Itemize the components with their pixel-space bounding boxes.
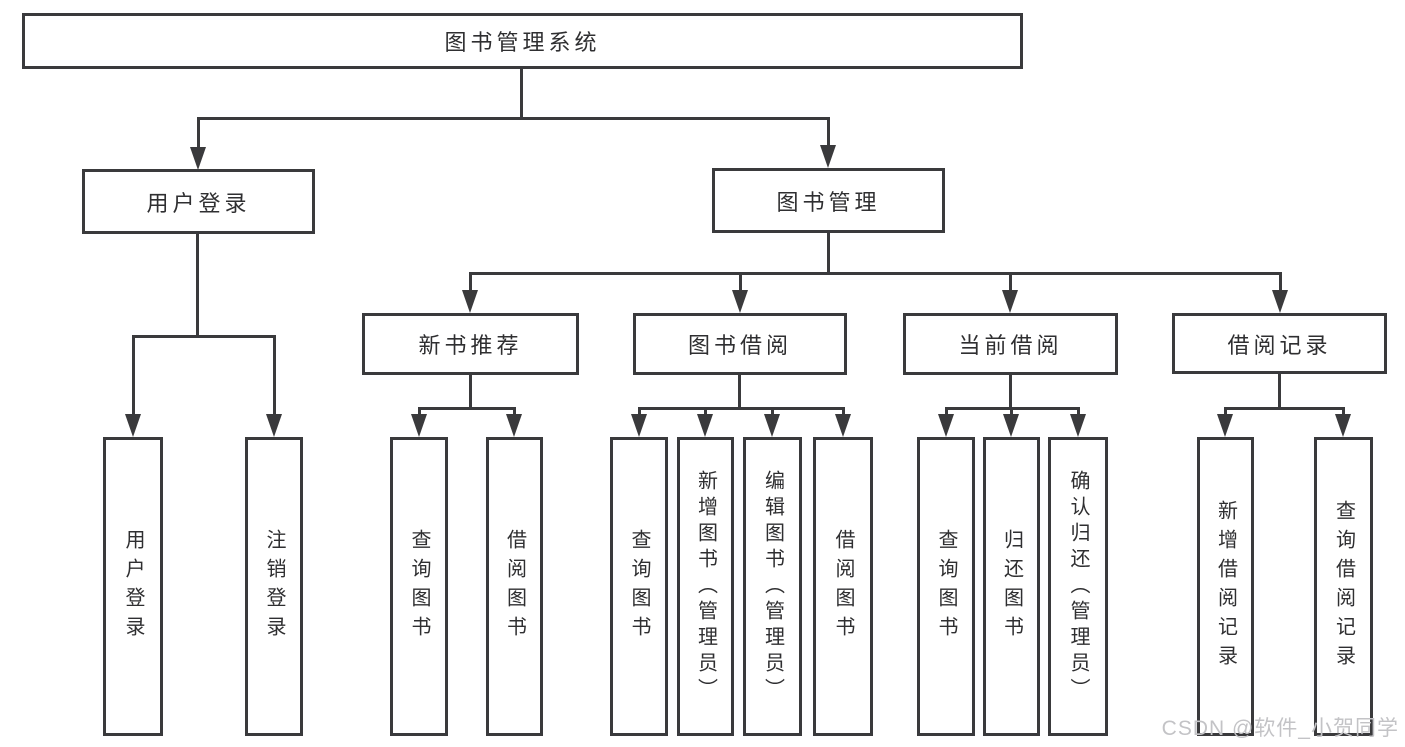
leaf-borrow-query-label: 查询图书: [628, 528, 650, 645]
connector-line: [196, 234, 199, 338]
leaf-user-login-label: 用户登录: [122, 528, 144, 645]
connector-line: [132, 335, 276, 338]
leaf-newbooks-borrow: 借阅图书: [486, 437, 543, 736]
leaf-borrow-edit-admin: 编辑图书（管理员）: [743, 437, 802, 736]
node-book-borrow: 图书借阅: [633, 313, 847, 375]
connector-line: [469, 375, 472, 410]
leaf-user-login: 用户登录: [103, 437, 163, 736]
leaf-current-query: 查询图书: [917, 437, 975, 736]
connector-line: [520, 69, 523, 119]
connector-line: [827, 233, 830, 275]
leaf-borrow-edit-admin-label: 编辑图书（管理员）: [761, 469, 784, 704]
leaf-borrow-add-admin-label: 新增图书（管理员）: [694, 469, 717, 704]
arrow-down-icon: [124, 335, 142, 437]
node-current-borrow: 当前借阅: [903, 313, 1118, 375]
leaf-logout: 注销登录: [245, 437, 303, 736]
arrow-down-icon: [819, 117, 837, 168]
leaf-newbooks-borrow-label: 借阅图书: [503, 528, 526, 645]
connector-line: [197, 117, 830, 120]
arrow-down-icon: [834, 407, 852, 437]
node-book-management: 图书管理: [712, 168, 945, 233]
connector-line: [1278, 374, 1281, 410]
node-root: 图书管理系统: [22, 13, 1023, 69]
leaf-newbooks-query-label: 查询图书: [408, 528, 430, 645]
arrow-down-icon: [461, 272, 479, 313]
node-borrow-records-label: 借阅记录: [1227, 332, 1332, 358]
leaf-current-query-label: 查询图书: [935, 528, 957, 645]
arrow-down-icon: [731, 272, 749, 313]
leaf-borrow-add-admin: 新增图书（管理员）: [677, 437, 734, 736]
csdn-watermark: CSDN @软件_小贺同学: [1161, 717, 1399, 740]
leaf-records-query: 查询借阅记录: [1314, 437, 1373, 736]
connector-line: [738, 375, 741, 410]
leaf-current-return: 归还图书: [983, 437, 1040, 736]
node-borrow-records: 借阅记录: [1172, 313, 1387, 374]
node-new-book-recommend-label: 新书推荐: [418, 333, 523, 358]
arrow-down-icon: [937, 407, 955, 437]
leaf-current-confirm-admin-label: 确认归还（管理员）: [1067, 469, 1089, 704]
node-new-book-recommend: 新书推荐: [362, 313, 579, 375]
arrow-down-icon: [1271, 272, 1289, 313]
connector-line: [1009, 375, 1012, 410]
arrow-down-icon: [1334, 407, 1352, 437]
node-book-management-label: 图书管理: [776, 189, 881, 215]
leaf-borrow-borrow: 借阅图书: [813, 437, 873, 736]
arrow-down-icon: [1216, 407, 1234, 437]
arrow-down-icon: [265, 335, 283, 437]
leaf-current-return-label: 归还图书: [1000, 528, 1023, 645]
node-root-label: 图书管理系统: [444, 30, 601, 55]
arrow-down-icon: [189, 117, 207, 170]
connector-line: [1224, 407, 1344, 410]
node-current-borrow-label: 当前借阅: [958, 333, 1063, 358]
connector-line: [638, 407, 844, 410]
leaf-newbooks-query: 查询图书: [390, 437, 448, 736]
node-user-login: 用户登录: [82, 169, 315, 234]
leaf-records-query-label: 查询借阅记录: [1332, 499, 1355, 674]
leaf-borrow-borrow-label: 借阅图书: [832, 528, 854, 645]
arrow-down-icon: [1069, 407, 1087, 437]
connector-line: [418, 407, 516, 410]
arrow-down-icon: [410, 407, 428, 437]
leaf-borrow-query: 查询图书: [610, 437, 668, 736]
node-user-login-label: 用户登录: [146, 190, 251, 216]
node-book-borrow-label: 图书借阅: [687, 333, 792, 358]
leaf-records-add-label: 新增借阅记录: [1214, 499, 1237, 674]
leaf-current-confirm-admin: 确认归还（管理员）: [1048, 437, 1108, 736]
arrow-down-icon: [763, 407, 781, 437]
arrow-down-icon: [1002, 407, 1020, 437]
connector-line: [470, 272, 1281, 275]
leaf-records-add: 新增借阅记录: [1197, 437, 1254, 736]
arrow-down-icon: [505, 407, 523, 437]
arrow-down-icon: [696, 407, 714, 437]
arrow-down-icon: [1001, 272, 1019, 313]
leaf-logout-label: 注销登录: [263, 528, 285, 645]
arrow-down-icon: [630, 407, 648, 437]
